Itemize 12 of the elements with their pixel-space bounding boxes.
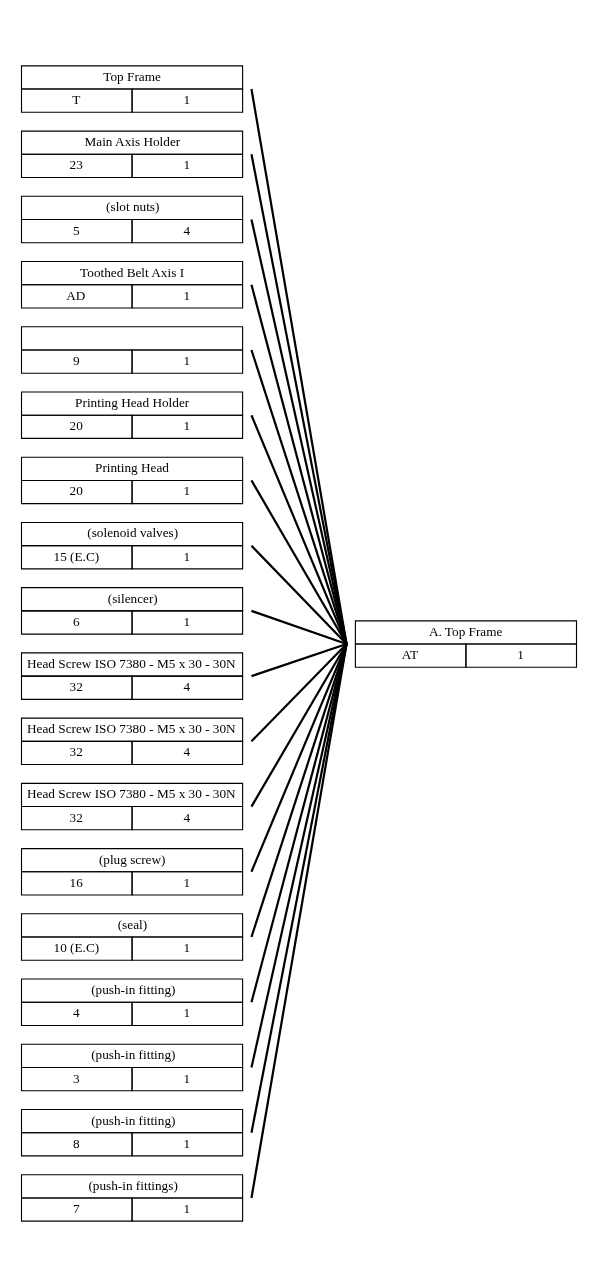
connector (251, 609, 347, 645)
connector (250, 642, 348, 742)
connector (250, 479, 348, 645)
connector (250, 643, 348, 872)
connector (250, 544, 348, 645)
connector (250, 643, 348, 807)
connector (250, 643, 348, 1003)
connector (251, 642, 347, 677)
connector (250, 643, 348, 937)
connector (250, 283, 348, 644)
connector (250, 414, 348, 644)
connector (250, 349, 348, 644)
